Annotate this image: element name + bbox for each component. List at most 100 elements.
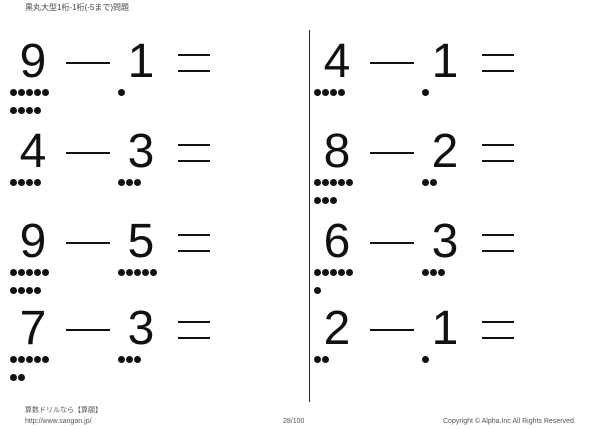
- counting-dot: [42, 89, 49, 96]
- subtrahend: 3: [431, 215, 459, 268]
- counting-dot: [314, 356, 321, 363]
- counting-dot: [18, 356, 25, 363]
- footer-copyright: Copyright © Alpha.Inc All Rights Reserve…: [443, 418, 576, 425]
- minus-sign: [370, 62, 414, 64]
- counting-dot: [18, 374, 25, 381]
- counting-dot: [430, 179, 437, 186]
- counting-dot: [438, 269, 445, 276]
- counting-dot: [26, 269, 33, 276]
- counting-dot: [314, 287, 321, 294]
- counting-dot: [314, 197, 321, 204]
- counting-dot: [34, 89, 41, 96]
- counting-dot: [346, 179, 353, 186]
- minus-sign: [66, 329, 110, 331]
- minus-sign: [66, 62, 110, 64]
- counting-dot: [322, 269, 329, 276]
- counting-dots: [10, 174, 60, 192]
- minus-sign: [370, 242, 414, 244]
- counting-dot: [338, 89, 345, 96]
- minus-sign: [66, 242, 110, 244]
- counting-dot: [10, 89, 17, 96]
- minuend: 9: [19, 35, 47, 88]
- counting-dot: [34, 179, 41, 186]
- counting-dot: [126, 356, 133, 363]
- footer-url[interactable]: http://www.sangan.jp/: [25, 418, 92, 425]
- counting-dot: [26, 356, 33, 363]
- counting-dot: [422, 356, 429, 363]
- counting-dot: [422, 179, 429, 186]
- counting-dot: [330, 197, 337, 204]
- counting-dot: [346, 269, 353, 276]
- page-number: 28/100: [283, 418, 305, 425]
- minuend: 4: [19, 125, 47, 178]
- equals-sign: [178, 54, 210, 72]
- counting-dot: [134, 356, 141, 363]
- counting-dots: [118, 174, 168, 192]
- counting-dot: [322, 197, 329, 204]
- minuend: 4: [323, 35, 351, 88]
- counting-dot: [10, 107, 17, 114]
- counting-dot: [10, 269, 17, 276]
- counting-dots: [10, 351, 60, 387]
- counting-dot: [126, 269, 133, 276]
- counting-dot: [18, 179, 25, 186]
- counting-dot: [118, 89, 125, 96]
- equals-sign: [178, 234, 210, 252]
- counting-dots: [314, 351, 364, 369]
- counting-dot: [422, 89, 429, 96]
- counting-dot: [34, 107, 41, 114]
- worksheet-title: 黒丸大型1桁-1桁(-5まで)問題: [25, 3, 130, 12]
- minuend: 8: [323, 125, 351, 178]
- counting-dots: [314, 84, 364, 102]
- equals-sign: [178, 144, 210, 162]
- subtrahend: 1: [431, 35, 459, 88]
- counting-dots: [118, 351, 168, 369]
- counting-dot: [330, 179, 337, 186]
- counting-dots: [10, 84, 60, 120]
- counting-dot: [322, 356, 329, 363]
- counting-dot: [42, 269, 49, 276]
- counting-dot: [18, 89, 25, 96]
- minus-sign: [370, 329, 414, 331]
- counting-dot: [142, 269, 149, 276]
- counting-dot: [26, 89, 33, 96]
- counting-dot: [134, 269, 141, 276]
- counting-dots: [10, 264, 60, 300]
- equals-sign: [482, 54, 514, 72]
- equals-sign: [482, 321, 514, 339]
- equals-sign: [482, 144, 514, 162]
- counting-dot: [10, 356, 17, 363]
- counting-dot: [314, 89, 321, 96]
- counting-dot: [18, 269, 25, 276]
- equals-sign: [178, 321, 210, 339]
- counting-dot: [18, 107, 25, 114]
- counting-dot: [150, 269, 157, 276]
- counting-dot: [118, 356, 125, 363]
- counting-dots: [314, 174, 364, 210]
- counting-dot: [26, 287, 33, 294]
- counting-dot: [118, 269, 125, 276]
- counting-dot: [338, 179, 345, 186]
- counting-dots: [118, 84, 168, 102]
- counting-dot: [314, 179, 321, 186]
- equals-sign: [482, 234, 514, 252]
- counting-dot: [126, 179, 133, 186]
- counting-dots: [422, 351, 472, 369]
- counting-dot: [338, 269, 345, 276]
- footer-brand: 算数ドリルなら【算願】: [25, 407, 102, 414]
- counting-dots: [422, 84, 472, 102]
- counting-dot: [322, 89, 329, 96]
- minuend: 7: [19, 302, 47, 355]
- counting-dot: [422, 269, 429, 276]
- column-divider: [309, 30, 310, 402]
- counting-dot: [10, 287, 17, 294]
- counting-dot: [26, 107, 33, 114]
- subtrahend: 5: [127, 215, 155, 268]
